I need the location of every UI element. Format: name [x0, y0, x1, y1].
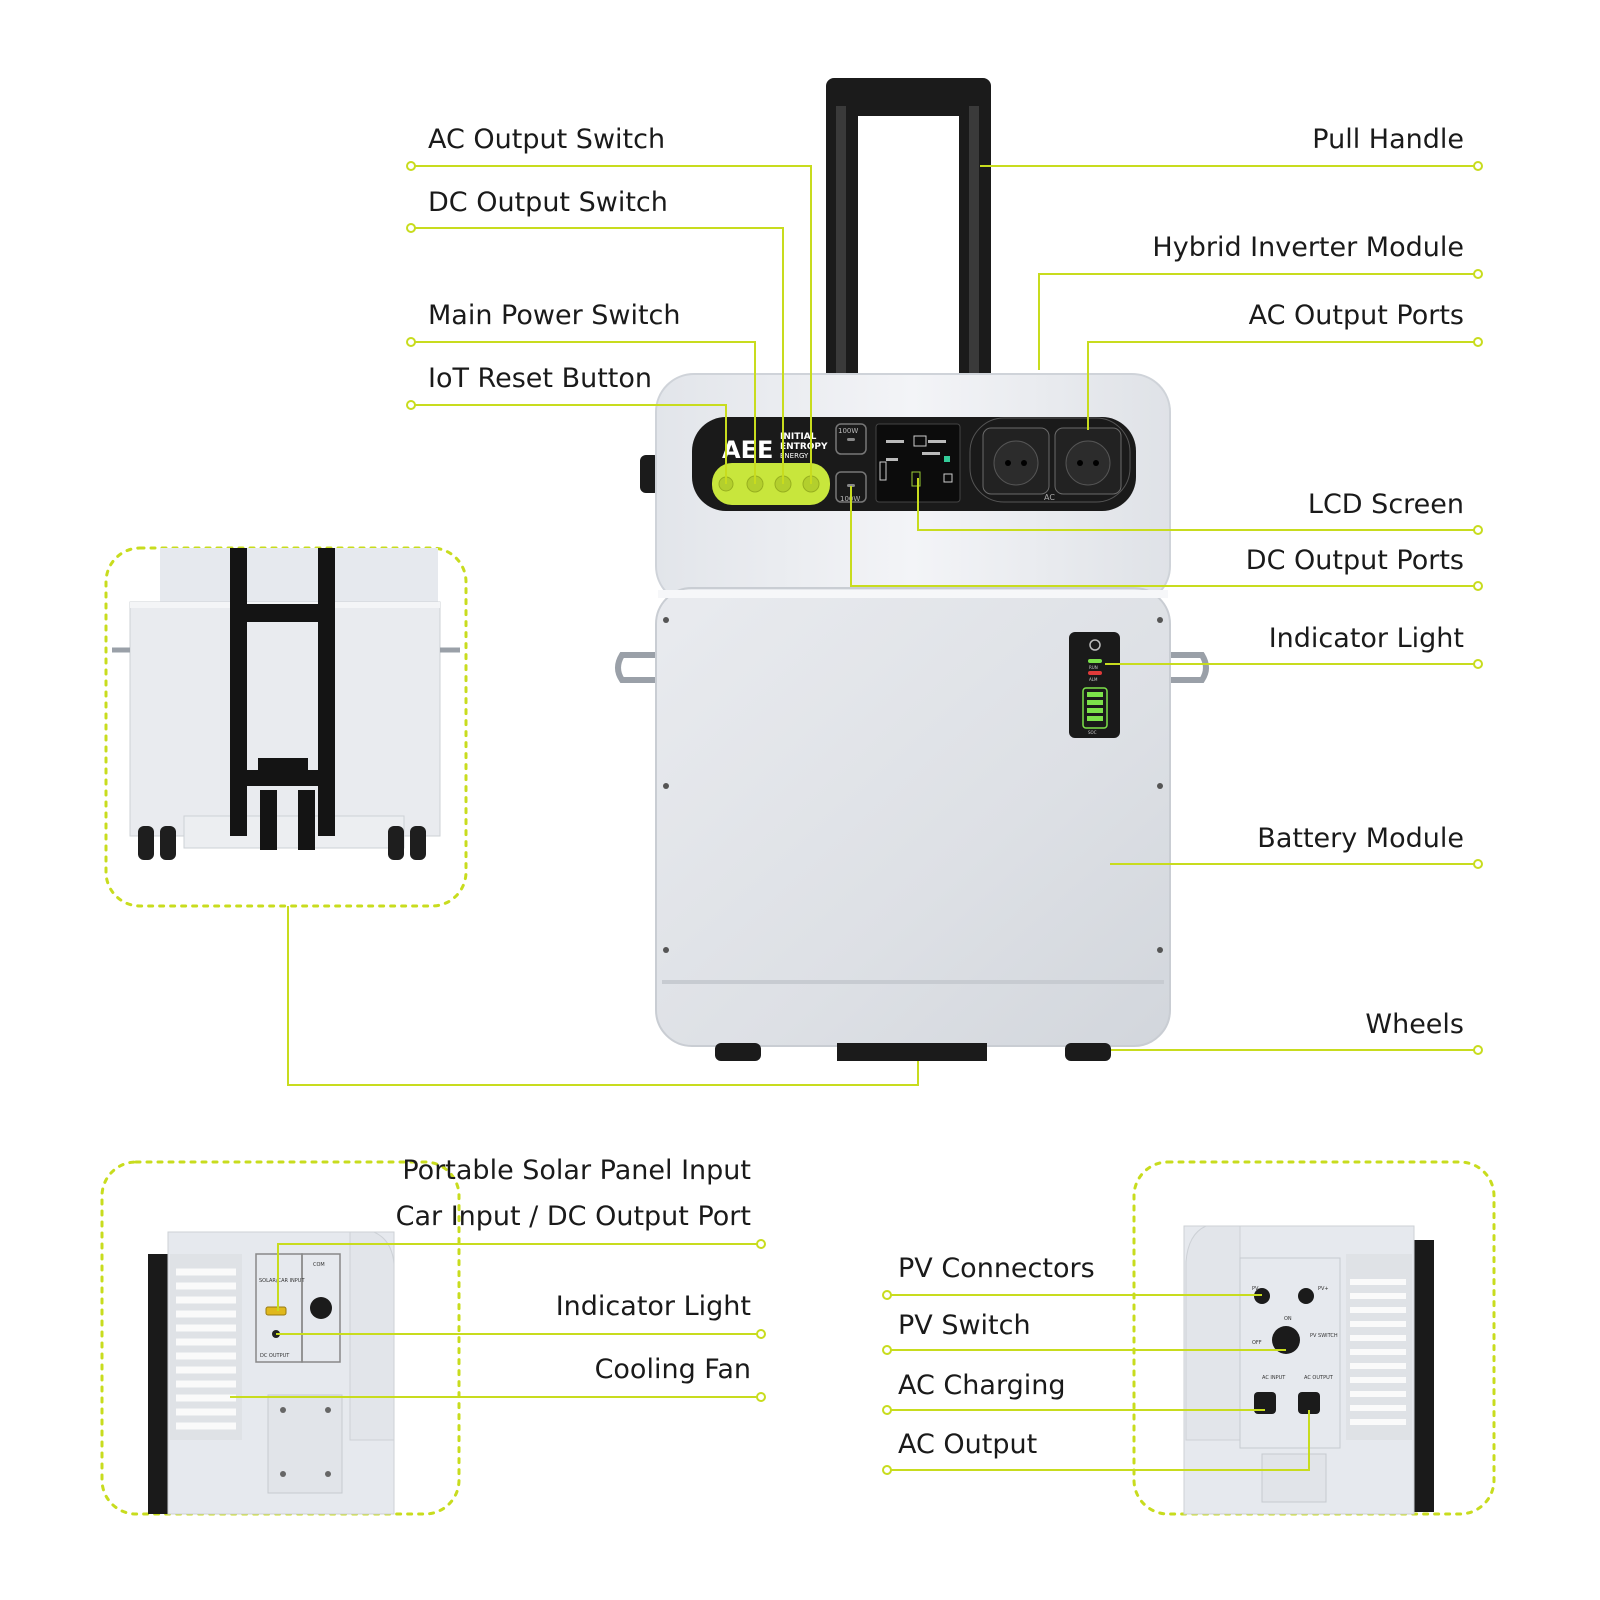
- label-wheels: Wheels: [1365, 1009, 1464, 1040]
- svg-text:INITIAL: INITIAL: [780, 432, 817, 442]
- ac-input-socket[interactable]: [1254, 1392, 1276, 1414]
- ac-outlet-1[interactable]: [982, 427, 1050, 495]
- pv-switch-knob[interactable]: [1272, 1326, 1300, 1354]
- usb-c-port-top[interactable]: [835, 423, 867, 455]
- com-port[interactable]: [310, 1297, 332, 1319]
- label-ac-charging: AC Charging: [898, 1370, 1065, 1401]
- label-car-input-dc-output-port: Car Input / DC Output Port: [396, 1201, 751, 1232]
- label-portable-solar-panel-input: Portable Solar Panel Input: [402, 1155, 751, 1186]
- main-device: AEE INITIAL ENTROPY ENERGY 100W 100W: [615, 78, 1209, 1061]
- label-dc-output-ports: DC Output Ports: [1246, 545, 1464, 576]
- switch-strip: [712, 463, 830, 505]
- ac-output-socket[interactable]: [1298, 1392, 1320, 1414]
- svg-text:DC OUTPUT: DC OUTPUT: [260, 1353, 290, 1359]
- svg-text:AC: AC: [1044, 493, 1055, 502]
- svg-text:AC OUTPUT: AC OUTPUT: [1304, 1375, 1334, 1381]
- svg-text:OFF: OFF: [1252, 1340, 1262, 1346]
- svg-text:100W: 100W: [838, 427, 858, 435]
- right-side-device: PV- PV+ ON OFF PV SWITCH AC INPUT AC OUT…: [1183, 1225, 1434, 1515]
- battery-indicator-light: RUN ALM SOC: [1069, 632, 1120, 738]
- svg-text:SOC: SOC: [1088, 730, 1097, 735]
- label-ac-output: AC Output: [898, 1429, 1037, 1460]
- side-handle-left: [615, 652, 662, 683]
- label-pv-connectors: PV Connectors: [898, 1253, 1095, 1284]
- rear-view-device: [112, 548, 460, 860]
- svg-text:PV-: PV-: [1252, 1286, 1260, 1292]
- ac-outlet-2[interactable]: [1054, 427, 1122, 495]
- wheel-left: [715, 1043, 761, 1061]
- label-lcd-screen: LCD Screen: [1308, 489, 1464, 520]
- svg-text:ENERGY: ENERGY: [780, 452, 809, 460]
- svg-text:ALM: ALM: [1089, 677, 1098, 682]
- label-hybrid-inverter-module: Hybrid Inverter Module: [1152, 232, 1464, 263]
- label-iot-reset-button: IoT Reset Button: [428, 363, 652, 394]
- label-ac-output-switch: AC Output Switch: [428, 124, 665, 155]
- leader-end-dots: [406, 161, 1483, 1475]
- label-main-power-switch: Main Power Switch: [428, 300, 681, 331]
- label-indicator-light: Indicator Light: [1269, 623, 1464, 654]
- svg-text:PV SWITCH: PV SWITCH: [1310, 1333, 1338, 1339]
- label-side-indicator-light: Indicator Light: [556, 1291, 751, 1322]
- label-ac-output-ports: AC Output Ports: [1249, 300, 1464, 331]
- leader-lines: [230, 165, 1478, 1471]
- solar-car-input-port[interactable]: [265, 1306, 287, 1316]
- side-handle-right: [1162, 652, 1209, 683]
- svg-text:RUN: RUN: [1089, 665, 1098, 670]
- label-battery-module: Battery Module: [1257, 823, 1464, 854]
- left-side-device: SOLAR/CAR INPUT COM DC OUTPUT: [148, 1231, 395, 1515]
- pv-connector-plus[interactable]: [1298, 1288, 1314, 1304]
- svg-text:ON: ON: [1284, 1316, 1292, 1322]
- svg-text:ENTROPY: ENTROPY: [780, 442, 828, 452]
- bottom-handle-base: [837, 1043, 987, 1061]
- svg-text:COM: COM: [313, 1262, 325, 1268]
- label-dc-output-switch: DC Output Switch: [428, 187, 668, 218]
- label-pv-switch: PV Switch: [898, 1310, 1031, 1341]
- callout-labels: AC Output Switch DC Output Switch Main P…: [396, 124, 1464, 1460]
- svg-text:PV+: PV+: [1318, 1286, 1329, 1292]
- svg-text:AC INPUT: AC INPUT: [1262, 1375, 1286, 1381]
- svg-text:AEE: AEE: [722, 436, 773, 464]
- brand-logo: AEE INITIAL ENTROPY ENERGY: [722, 432, 828, 464]
- svg-text:SOLAR/CAR INPUT: SOLAR/CAR INPUT: [259, 1278, 305, 1284]
- pull-handle: [826, 78, 991, 380]
- wheel-right: [1065, 1043, 1111, 1061]
- label-cooling-fan: Cooling Fan: [595, 1354, 751, 1385]
- label-pull-handle: Pull Handle: [1312, 124, 1464, 155]
